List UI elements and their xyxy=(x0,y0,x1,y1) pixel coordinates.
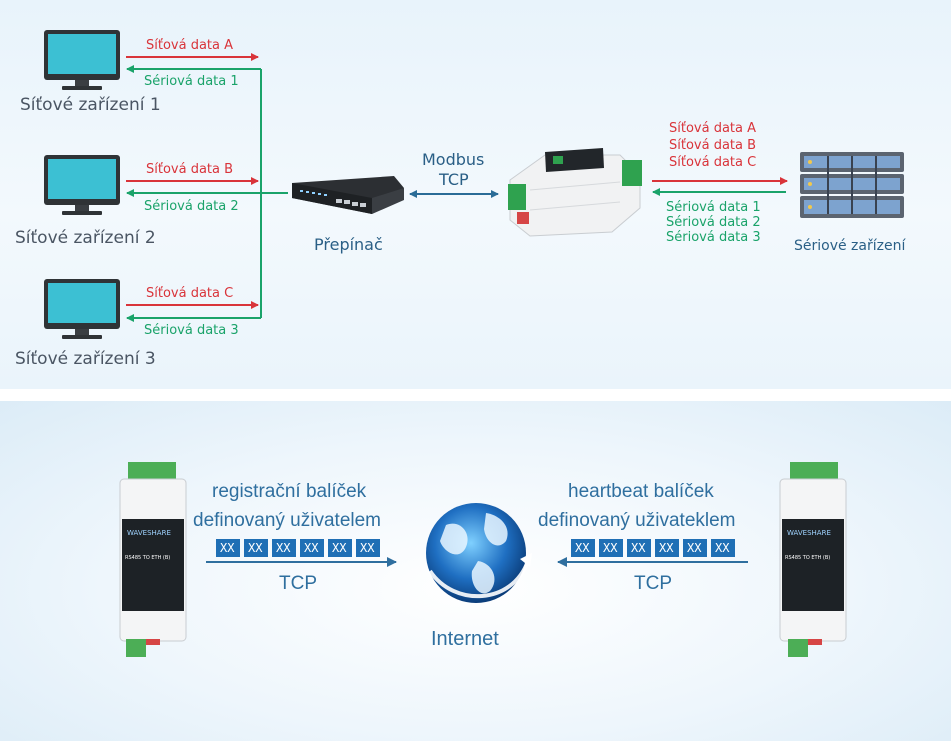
left-device-model: RS485 TO ETH (B) xyxy=(125,555,170,561)
serial-data-label-3: Sériová data 3 xyxy=(144,323,239,338)
right-packet-box-6 xyxy=(711,539,735,557)
left-device-brand: WAVESHARE xyxy=(127,529,171,537)
left-packet-title-1: registrační balíček xyxy=(212,481,367,502)
protocol-label-line2: TCP xyxy=(438,170,469,189)
left-packet-byte-5: XX xyxy=(332,541,347,555)
protocol-label-line1: Modbus xyxy=(422,150,484,169)
right-packet-byte-5: XX xyxy=(687,541,702,555)
right-serial-data-label-3: Sériová data 3 xyxy=(666,230,761,245)
left-packet-box-2 xyxy=(244,539,268,557)
network-topology-panel: Síťové zařízení 1 Síťové zařízení 2 Síťo… xyxy=(0,0,951,389)
serial-device-label: Sériové zařízení xyxy=(794,238,906,254)
left-packet-box-6 xyxy=(356,539,380,557)
left-tcp-label: TCP xyxy=(279,573,317,594)
left-packet-box-1 xyxy=(216,539,240,557)
left-packet-box-4 xyxy=(300,539,324,557)
right-net-data-label-2: Síťová data B xyxy=(669,138,756,153)
right-gateway-device: WAVESHARE RS485 TO ETH (B) xyxy=(779,462,847,657)
right-net-data-label-1: Síťová data A xyxy=(669,121,756,136)
right-packet-box-2 xyxy=(599,539,623,557)
serial-data-label-2: Sériová data 2 xyxy=(144,199,239,214)
left-packet-byte-1: XX xyxy=(220,541,235,555)
serial-gateway-device xyxy=(508,148,642,237)
left-packet-byte-2: XX xyxy=(248,541,263,555)
right-packet-box-1 xyxy=(571,539,595,557)
right-packet-title-1: heartbeat balíček xyxy=(568,481,714,502)
right-packet-byte-3: XX xyxy=(631,541,646,555)
right-packet-box-3 xyxy=(627,539,651,557)
right-packet-box-4 xyxy=(655,539,679,557)
serial-data-label-1: Sériová data 1 xyxy=(144,74,239,89)
right-net-data-label-3: Síťová data C xyxy=(669,155,756,170)
monitor-icon-3 xyxy=(44,279,120,339)
right-tcp-label: TCP xyxy=(634,573,672,594)
client-label-2: Síťové zařízení 2 xyxy=(15,228,156,248)
left-packet-byte-4: XX xyxy=(304,541,319,555)
right-packet-box-5 xyxy=(683,539,707,557)
server-rack-icon xyxy=(800,152,904,218)
right-packet-byte-6: XX xyxy=(715,541,730,555)
left-packet-box-3 xyxy=(272,539,296,557)
internet-label: Internet xyxy=(431,628,499,650)
net-data-label-3: Síťová data C xyxy=(146,286,233,301)
right-packet-bytes: XX XX XX XX XX XX xyxy=(571,539,735,557)
right-packet-byte-2: XX xyxy=(603,541,618,555)
left-packet-bytes: XX XX XX XX XX XX xyxy=(216,539,380,557)
right-serial-data-label-1: Sériová data 1 xyxy=(666,200,761,215)
right-device-brand: WAVESHARE xyxy=(787,529,831,537)
net-data-label-2: Síťová data B xyxy=(146,162,233,177)
internet-svg: WAVESHARE RS485 TO ETH (B) WAVESHARE RS4… xyxy=(119,462,847,657)
switch-label: Přepínač xyxy=(314,235,383,254)
internet-globe-icon xyxy=(426,503,532,603)
network-topology-svg: Síťové zařízení 1 Síťové zařízení 2 Síťo… xyxy=(15,30,906,369)
right-packet-title-2: definovaný uživateklem xyxy=(538,510,736,531)
client-label-3: Síťové zařízení 3 xyxy=(15,349,156,369)
monitor-icon-1 xyxy=(44,30,120,90)
monitor-icon-2 xyxy=(44,155,120,215)
left-packet-title-2: definovaný uživatelem xyxy=(193,510,381,531)
left-packet-byte-6: XX xyxy=(360,541,375,555)
right-packet-byte-4: XX xyxy=(659,541,674,555)
right-packet-byte-1: XX xyxy=(575,541,590,555)
left-gateway-device: WAVESHARE RS485 TO ETH (B) xyxy=(119,462,187,657)
client-label-1: Síťové zařízení 1 xyxy=(20,95,161,115)
network-switch-icon xyxy=(292,176,404,214)
net-data-label-1: Síťová data A xyxy=(146,38,233,53)
right-device-model: RS485 TO ETH (B) xyxy=(785,555,830,561)
left-packet-box-5 xyxy=(328,539,352,557)
left-packet-byte-3: XX xyxy=(276,541,291,555)
right-serial-data-label-2: Sériová data 2 xyxy=(666,215,761,230)
internet-panel: WAVESHARE RS485 TO ETH (B) WAVESHARE RS4… xyxy=(0,401,951,741)
